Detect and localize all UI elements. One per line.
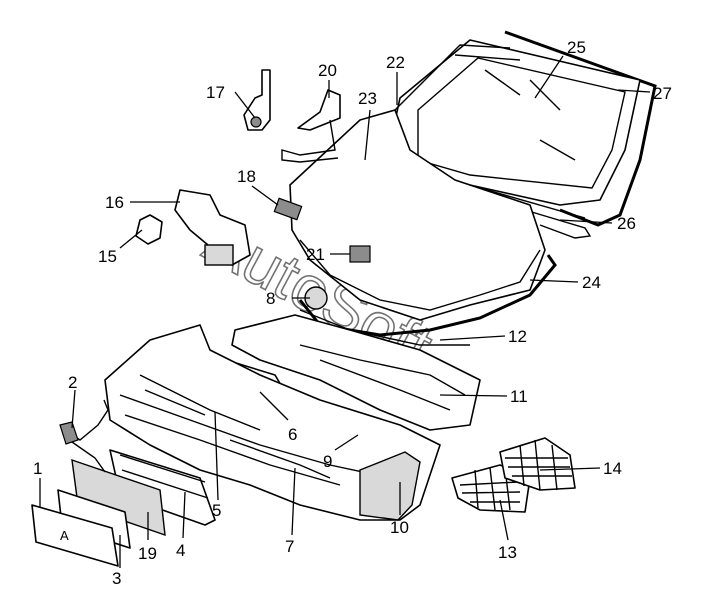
- callout-18: 18: [237, 167, 256, 186]
- callout-11: 11: [510, 387, 528, 406]
- callout-24: 24: [582, 273, 601, 292]
- part-bumper-end-10: [359, 451, 421, 521]
- callout-26: 26: [617, 214, 636, 233]
- callout-7: 7: [285, 537, 294, 556]
- part-drip-strip: [524, 209, 592, 239]
- callout-22: 22: [386, 53, 405, 72]
- callout-6: 6: [288, 425, 297, 444]
- part-rear-panel: [231, 314, 481, 431]
- part-bumper-9-groove: [119, 394, 401, 486]
- part-trunk-lid-edge: [299, 239, 541, 311]
- callout-23: 23: [358, 89, 377, 108]
- part-hinge-17: [243, 69, 271, 131]
- callout-10: 10: [390, 518, 409, 537]
- part-rear-panel-detail: [299, 344, 466, 411]
- part-license-plate-1: [31, 504, 119, 567]
- part-bumper-trim-7: [229, 439, 331, 479]
- callout-25: 25: [567, 38, 586, 57]
- callout-27: 27: [653, 84, 672, 103]
- callout-15: 15: [98, 247, 117, 266]
- callout-14: 14: [603, 459, 622, 478]
- callout-12: 12: [508, 327, 527, 346]
- callout-labels: 1 2 3 4 5 6 7 8 9 10 11 12 13 14 15 16 1…: [33, 38, 672, 588]
- callout-16: 16: [105, 193, 124, 212]
- callout-2: 2: [68, 373, 77, 392]
- part-panel-seal: [299, 309, 470, 346]
- callout-8: 8: [266, 289, 275, 308]
- part-striker-15: [135, 214, 163, 245]
- part-bumper-trim-5: [139, 374, 261, 431]
- part-plate-backing-19: [71, 458, 166, 537]
- callout-21: 21: [306, 245, 325, 264]
- callout-5: 5: [212, 501, 221, 520]
- part-lamp-socket-2: [59, 421, 79, 445]
- callout-4: 4: [176, 541, 185, 560]
- part-emblem-18: [273, 197, 303, 221]
- callout-1: 1: [33, 459, 42, 478]
- callout-3: 3: [112, 569, 121, 588]
- plate-letter: A: [60, 528, 69, 543]
- callout-17: 17: [206, 83, 225, 102]
- part-trunk-lid: [289, 109, 546, 321]
- callout-20: 20: [318, 61, 337, 80]
- callout-9: 9: [323, 452, 332, 471]
- part-bracket-20: [297, 89, 341, 131]
- callout-19: 19: [138, 544, 157, 563]
- part-torsion-bar: [281, 119, 339, 163]
- part-latch-motor: [204, 244, 234, 266]
- leader-lines: [39, 55, 651, 568]
- part-lock-21: [349, 245, 371, 263]
- callout-13: 13: [498, 543, 517, 562]
